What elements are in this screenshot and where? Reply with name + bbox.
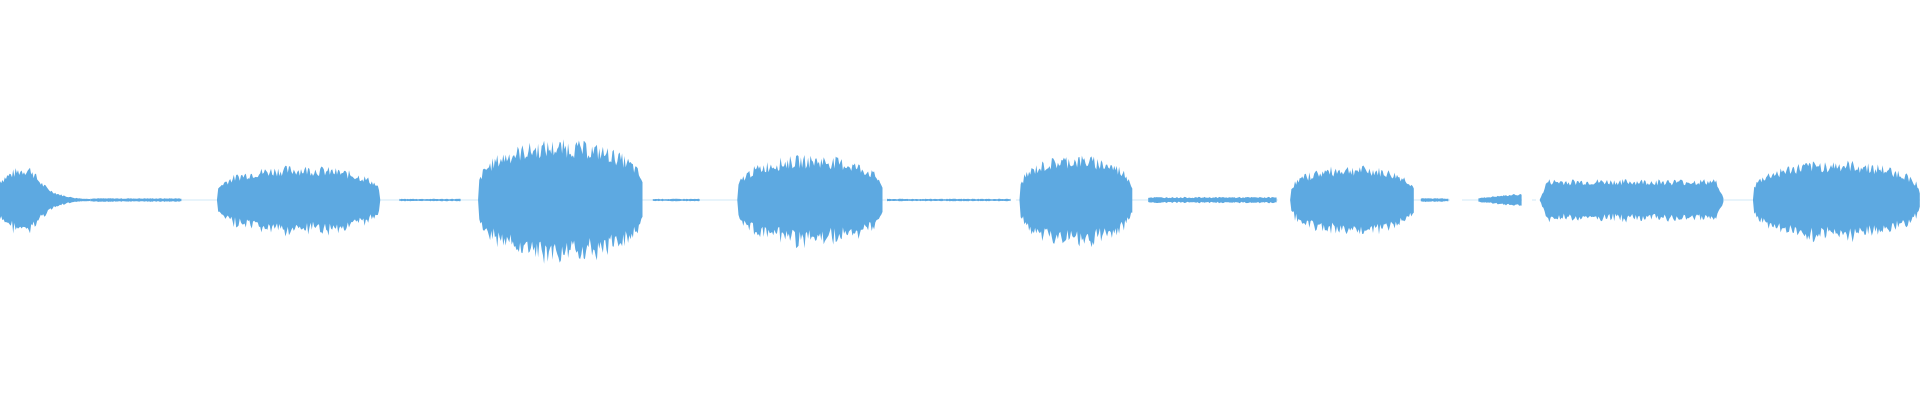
waveform-segment-14 <box>1753 160 1920 243</box>
waveform-segment-6 <box>737 155 883 249</box>
waveform-segment-4 <box>478 139 643 264</box>
waveform-segment-13 <box>1539 179 1724 223</box>
waveform-segment-8 <box>1019 155 1133 248</box>
waveform-segment-9 <box>1148 196 1277 204</box>
waveform-segment-2 <box>217 165 381 237</box>
waveform-segment-10 <box>1290 165 1414 235</box>
waveform-segment-5 <box>652 198 700 202</box>
waveform-segment-1 <box>90 198 182 202</box>
waveform-segment-0 <box>0 167 90 234</box>
waveform-segments <box>0 139 1920 264</box>
waveform-segment-12 <box>1478 194 1522 206</box>
waveform-segment-11 <box>1420 198 1449 202</box>
waveform-segment-3 <box>399 198 461 202</box>
waveform-segment-7 <box>887 198 1011 202</box>
